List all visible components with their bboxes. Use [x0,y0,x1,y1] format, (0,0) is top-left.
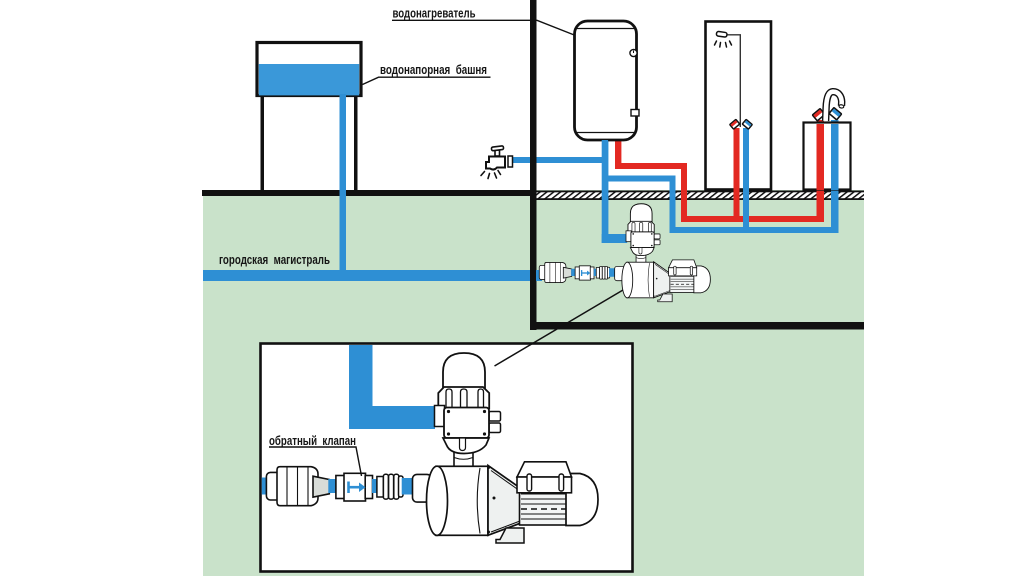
svg-text:обратный клапан: обратный клапан [269,433,356,448]
svg-text:городская магистраль: городская магистраль [219,252,330,267]
svg-text:водонапорная башня: водонапорная башня [380,62,487,77]
svg-text:водонагреватель: водонагреватель [393,5,476,20]
